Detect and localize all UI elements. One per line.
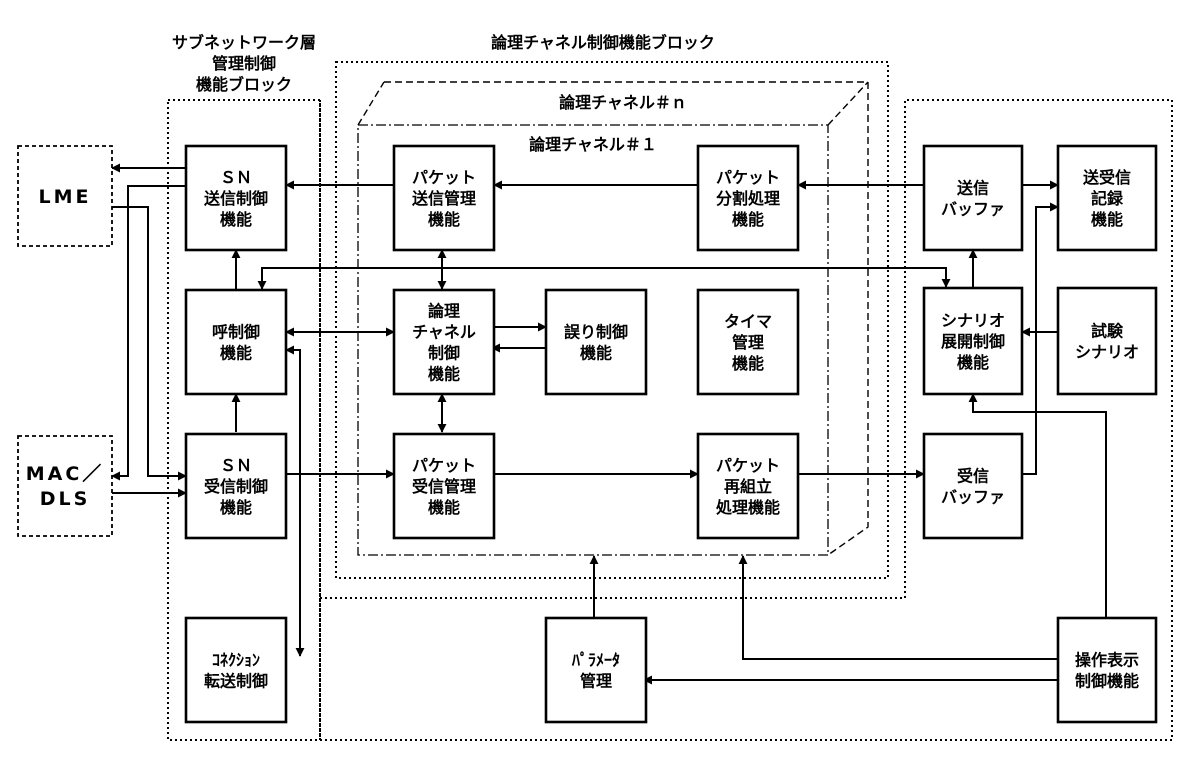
txrx-log-label-2: 記録 [1091, 189, 1124, 208]
sn-recv-label-2: 受信制御 [204, 477, 268, 496]
sn-send-label-1: ＳＮ [220, 168, 252, 187]
param-label-2: 管理 [580, 672, 612, 691]
subnet-block-label-3: 機能ブロック [196, 75, 292, 94]
arrow-op-to-scenario [968, 393, 1107, 618]
param-box: ﾊﾟﾗﾒｰﾀ 管理 [544, 616, 648, 724]
tx-buf-label-1: 送信 [956, 179, 989, 198]
lc-ctrl-label-1: 論理 [428, 302, 460, 321]
pkt-reasm-label-2: 再組立 [724, 477, 772, 496]
conn-xfer-label-1: ｺﾈｸｼｮﾝ [212, 651, 260, 670]
pkt-recv-label-1: パケット [412, 456, 476, 475]
function-boxes: ＳＮ送信制御機能呼制御機能ＳＮ受信制御機能ｺﾈｸｼｮﾝ転送制御パケット送信管理機… [184, 144, 1158, 724]
lme-label: LME [39, 186, 92, 208]
logical-channel-block-frame [335, 61, 889, 579]
op-disp-label-1: 操作表示 [1075, 651, 1139, 670]
err-ctrl-label-1: 誤り制御 [564, 323, 628, 342]
arrow-rx-buffer-to-log [1022, 202, 1059, 475]
channel-n-frame [384, 81, 869, 556]
channel-1-label: 論理チャネル＃１ [529, 135, 657, 154]
timer-label-1: タイマ [724, 312, 772, 331]
channel-n-label: 論理チャネル＃ｎ [559, 93, 687, 112]
pkt-split-label-2: 分割処理 [716, 189, 780, 208]
call-ctrl-label-2: 機能 [220, 344, 252, 363]
sn-recv-label-1: ＳＮ [220, 456, 252, 475]
mac-label-1: MAC／ [26, 462, 105, 485]
conn-xfer-label-2: 転送制御 [204, 672, 268, 691]
sn-send-label-3: 機能 [220, 210, 252, 229]
mac-label-2: DLS [40, 488, 91, 510]
sn-send-label-2: 送信制御 [203, 189, 268, 208]
arrow-sn-send-to-mac [111, 185, 188, 481]
test-scn-label-1: 試験 [1091, 322, 1124, 341]
txrx-log-label-1: 送受信 [1082, 168, 1131, 187]
pkt-reasm-label-1: パケット [716, 456, 780, 475]
op-disp-label-2: 制御機能 [1075, 672, 1139, 691]
lc-ctrl-label-4: 機能 [428, 365, 460, 384]
call-ctrl-label-1: 呼制御 [212, 323, 260, 342]
test-scn-label-2: シナリオ [1075, 343, 1139, 362]
conn-xfer-box: ｺﾈｸｼｮﾝ 転送制御 [184, 616, 288, 724]
channel-n-edge-top [357, 81, 385, 126]
subnet-block-label-2: 管理制御 [212, 54, 276, 73]
pkt-reasm-label-3: 処理機能 [716, 498, 780, 517]
connections [111, 163, 1107, 685]
timer-label-2: 管理 [732, 333, 764, 352]
pkt-recv-label-2: 受信管理 [412, 477, 476, 496]
pkt-split-label-1: パケット [716, 168, 780, 187]
rx-buf-label-1: 受信 [957, 467, 989, 486]
outer-system-frame [319, 99, 1173, 741]
arrow-lme-to-sn-recv [112, 206, 187, 481]
logical-block-label: 論理チャネル制御機能ブロック [491, 33, 715, 52]
subnet-block-label-1: サブネットワーク層 [172, 33, 316, 52]
txrx-log-label-3: 機能 [1091, 210, 1123, 229]
err-ctrl-label-2: 機能 [580, 344, 612, 363]
lc-ctrl-box: 論理チャネル制御機能 [392, 288, 496, 396]
channel-1-frame [357, 124, 829, 556]
arrow-conn-to-call [285, 345, 305, 657]
tx-buf-label-2: バッファ [941, 200, 1005, 219]
pkt-send-label-3: 機能 [428, 210, 460, 229]
pkt-split-label-3: 機能 [732, 210, 764, 229]
scenario-ctrl-label-2: 展開制御 [941, 332, 1005, 351]
arrow-op-to-reasm [738, 555, 1058, 660]
param-label-1: ﾊﾟﾗﾒｰﾀ [571, 651, 620, 670]
pkt-recv-label-3: 機能 [428, 498, 460, 517]
arrow-scenario-call-bus [257, 267, 951, 290]
timer-label-3: 機能 [732, 354, 764, 373]
channel-n-edge-right [827, 81, 869, 126]
external-entities: LME MAC／ DLS [17, 145, 113, 537]
lc-ctrl-label-2: チャネル [412, 323, 476, 342]
rx-buf-label-2: バッファ [941, 488, 1005, 507]
scenario-ctrl-label-3: 機能 [957, 353, 989, 372]
pkt-send-label-1: パケット [412, 168, 476, 187]
pkt-send-label-2: 送信管理 [411, 189, 476, 208]
lc-ctrl-label-3: 制御 [428, 344, 460, 363]
sn-recv-label-3: 機能 [220, 498, 252, 517]
scenario-ctrl-label-1: シナリオ [941, 311, 1005, 330]
